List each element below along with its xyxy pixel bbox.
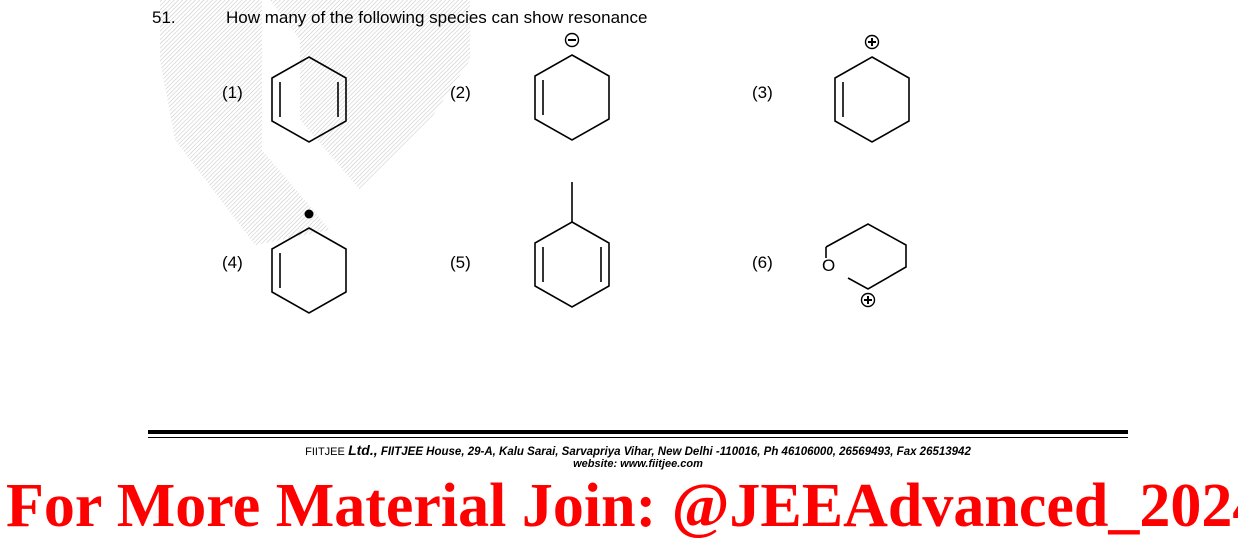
radical-dot-icon <box>304 209 314 219</box>
promo-banner: For More Material Join: @JEEAdvanced_202… <box>6 472 1238 540</box>
option-label-5: (5) <box>450 253 471 272</box>
watermark-shape-left <box>160 0 330 245</box>
oxygen-atom-label: O <box>822 256 836 275</box>
question-number: 51. <box>152 8 176 27</box>
positive-charge-icon <box>864 34 880 50</box>
structure-3-cyclohexenyl-cation <box>834 34 910 143</box>
footer-address-line: FIITJEE Ltd., FIITJEE House, 29-A, Kalu … <box>148 442 1128 458</box>
positive-charge-icon <box>860 292 876 308</box>
question-text: How many of the following species can sh… <box>226 8 648 27</box>
structure-2-cyclohexenyl-anion <box>534 32 610 141</box>
option-label-6: (6) <box>752 253 773 272</box>
negative-charge-icon <box>564 32 580 48</box>
option-label-3: (3) <box>752 83 773 102</box>
structure-5-methylcyclohexadiene <box>534 182 610 308</box>
option-label-4: (4) <box>222 253 243 272</box>
structure-4-cyclohexenyl-radical <box>271 209 347 314</box>
footer-brand: FIITJEE <box>305 446 345 458</box>
footer-address: FIITJEE House, 29-A, Kalu Sarai, Sarvapr… <box>380 446 971 458</box>
structure-1-cyclohexadiene <box>271 56 347 143</box>
footer-ltd: Ltd., <box>348 442 378 458</box>
watermark-shape-right <box>270 0 470 190</box>
footer-rule-thin <box>148 437 1128 438</box>
option-label-1: (1) <box>222 83 243 102</box>
footer-website: website: www.fiitjee.com <box>573 458 703 470</box>
option-label-2: (2) <box>450 83 471 102</box>
footer-rule-thick <box>148 430 1128 434</box>
structure-6-oxanylium-cation <box>825 223 907 308</box>
